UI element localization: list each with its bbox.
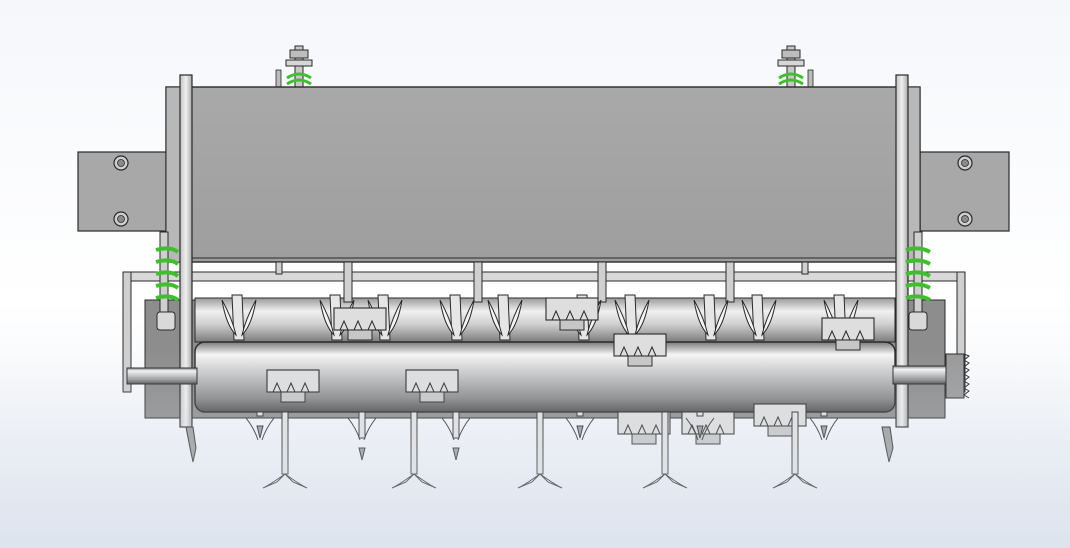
flange-clamp <box>681 411 735 445</box>
front-blade-row <box>245 411 839 489</box>
left-top-tension-rod <box>275 45 313 89</box>
front-blade <box>262 411 308 489</box>
blade-hangers <box>275 261 809 303</box>
left-mount-plate <box>77 151 169 232</box>
front-blade <box>441 411 471 461</box>
flange-clamp <box>333 307 387 341</box>
flange-clamp <box>266 369 320 403</box>
front-blade <box>809 411 839 441</box>
rear-blade <box>221 294 257 341</box>
rear-blade <box>487 294 523 341</box>
front-blade <box>517 411 563 489</box>
rear-blade <box>693 294 729 341</box>
flange-clamp <box>617 411 671 445</box>
right-top-tension-rod <box>777 45 814 89</box>
main-rotor-shaft <box>126 341 949 413</box>
flange-clamp <box>821 317 875 351</box>
flange-clamp <box>405 369 459 403</box>
front-blade <box>391 411 437 489</box>
rear-drum <box>194 297 896 343</box>
right-side-spring <box>905 231 932 331</box>
front-blade <box>245 411 275 441</box>
rear-blade <box>741 294 777 341</box>
rear-blade <box>439 294 475 341</box>
drive-gear <box>945 353 970 399</box>
blade-flange-clamps <box>266 297 875 445</box>
front-blade <box>565 411 595 441</box>
front-blade <box>642 411 688 489</box>
right-mount-plate <box>919 151 1010 232</box>
left-side-spring <box>155 231 180 331</box>
flange-clamp <box>545 297 599 331</box>
front-blade <box>347 411 377 461</box>
flange-clamp <box>613 333 667 367</box>
front-blade <box>772 411 818 489</box>
left-side-plate <box>179 74 197 463</box>
front-blade <box>685 411 715 441</box>
upper-housing <box>165 86 921 263</box>
